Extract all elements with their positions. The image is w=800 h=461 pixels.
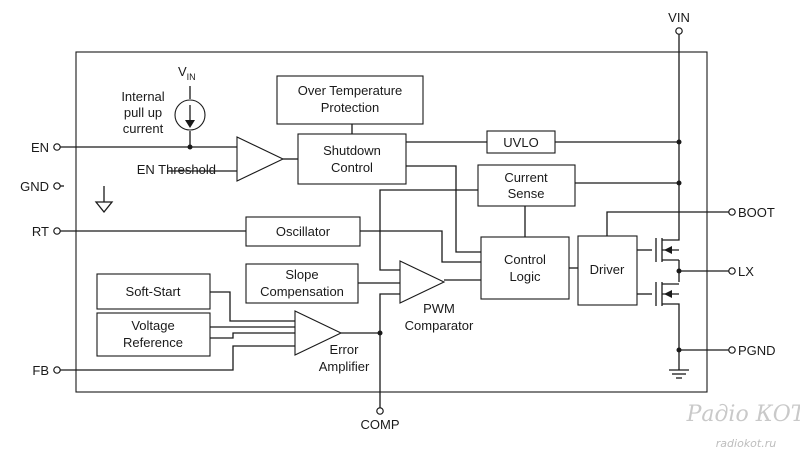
ls-fet-arrow-icon [664, 290, 672, 298]
slope-comp-text-1: Slope [285, 267, 318, 282]
junction-dots [187, 139, 682, 353]
control-logic-text-2: Logic [509, 269, 541, 284]
fb-pin [53, 366, 61, 374]
pwm-comparator [399, 260, 446, 304]
fb-pin-label: FB [32, 363, 49, 378]
en-threshold-label: EN Threshold [137, 162, 216, 177]
over-temp-text-1: Over Temperature [298, 83, 403, 98]
current-sense-text-2: Sense [508, 186, 545, 201]
error-amplifier [294, 310, 343, 356]
comp-pin-label: COMP [361, 417, 400, 432]
over-temp-text-2: Protection [321, 100, 380, 115]
pwm-comparator-label-1: PWM [423, 301, 455, 316]
current-source-icon [174, 86, 206, 131]
hs-fet-arrow-icon [664, 246, 672, 254]
en-pin [53, 143, 61, 151]
oscillator-block [245, 216, 361, 247]
rt-pin [53, 227, 61, 235]
gnd-pin-label: GND [20, 179, 49, 194]
lx-pin-label: LX [738, 264, 754, 279]
shutdown-text-1: Shutdown [323, 143, 381, 158]
soft-start-text: Soft-Start [126, 284, 181, 299]
control-logic-text-1: Control [504, 252, 546, 267]
current-sense-text-1: Current [504, 170, 548, 185]
pins [53, 27, 736, 415]
control-logic-block [480, 236, 570, 300]
uvlo-block [486, 130, 556, 154]
pull-up-label-3: current [123, 121, 164, 136]
pull-up-label-1: Internal [121, 89, 164, 104]
pull-up-label-2: pull up [124, 105, 162, 120]
error-amp-label-1: Error [330, 342, 360, 357]
chip-outline [75, 51, 708, 393]
rt-pin-label: RT [32, 224, 49, 239]
vin-pin-label: VIN [668, 10, 690, 25]
vref-text-2: Reference [123, 335, 183, 350]
shutdown-control-block [297, 133, 407, 185]
soft-start-block [96, 273, 211, 310]
pwm-comparator-label-2: Comparator [405, 318, 474, 333]
en-comparator [236, 136, 285, 182]
watermark-url: radiokot.ru [716, 437, 776, 450]
vref-text-1: Voltage [131, 318, 174, 333]
watermark-title: Радіо КОТ [686, 402, 800, 427]
vin-source-label: VIN [178, 64, 196, 82]
slope-comp-text-2: Compensation [260, 284, 344, 299]
uvlo-text: UVLO [503, 135, 538, 150]
driver-block [577, 235, 638, 306]
boot-pin-label: BOOT [738, 205, 775, 220]
error-amp-label-2: Amplifier [319, 359, 370, 374]
boot-pin [728, 208, 736, 216]
en-pin-label: EN [31, 140, 49, 155]
driver-text: Driver [590, 262, 625, 277]
gnd-symbol-icon [94, 201, 114, 214]
comp-pin [376, 407, 384, 415]
lx-pin [728, 267, 736, 275]
slope-compensation-block [245, 263, 359, 304]
voltage-reference-block [96, 312, 211, 357]
gnd-pin [53, 182, 61, 190]
over-temp-block [276, 75, 424, 125]
pgnd-pin-label: PGND [738, 343, 776, 358]
shutdown-text-2: Control [331, 160, 373, 175]
vin-pin [675, 27, 683, 35]
pgnd-symbol-icon [669, 369, 689, 379]
wires [60, 33, 729, 408]
oscillator-text: Oscillator [276, 224, 331, 239]
pgnd-pin [728, 346, 736, 354]
current-sense-block [477, 164, 576, 207]
